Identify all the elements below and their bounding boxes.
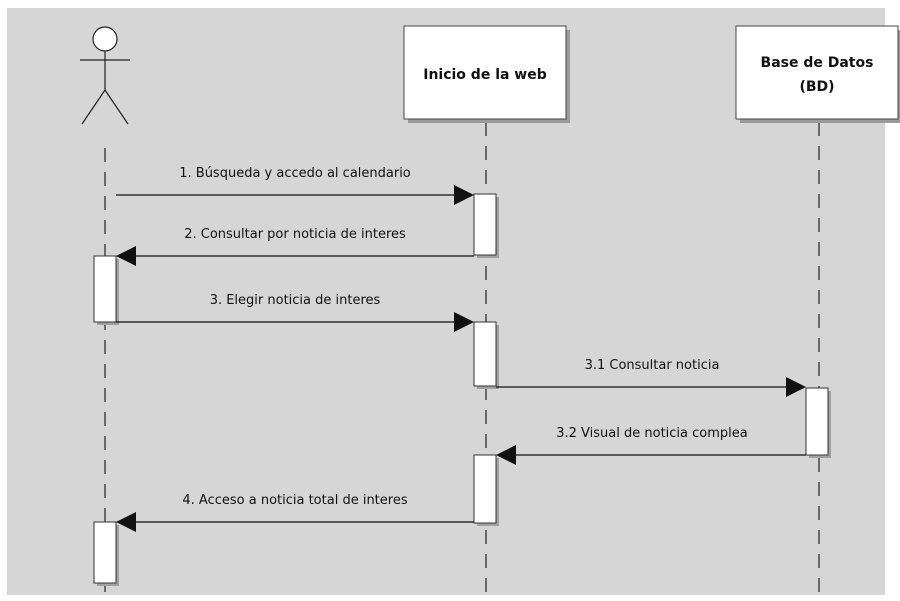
object-base-de-datos: Base de Datos (BD) xyxy=(735,25,900,123)
object-label: Inicio de la web xyxy=(423,67,547,83)
activation-bar-bd xyxy=(805,387,829,456)
arrowhead xyxy=(116,512,136,532)
arrowhead xyxy=(454,185,474,205)
message-1: 1. Búsqueda y accedo al calendario xyxy=(116,166,474,205)
message-2: 2. Consultar por noticia de interes xyxy=(116,227,474,266)
arrowhead xyxy=(496,445,516,465)
object-inicio-web: Inicio de la web xyxy=(403,25,570,123)
arrowhead xyxy=(454,312,474,332)
message-3: 3. Elegir noticia de interes xyxy=(116,293,474,332)
activation-bar-actor-2 xyxy=(93,521,117,584)
object-box xyxy=(403,25,567,120)
object-label-line-1: Base de Datos xyxy=(761,55,874,71)
message-3-2: 3.2 Visual de noticia complea xyxy=(496,426,806,465)
activation-bar-web-1 xyxy=(473,193,497,256)
message-label: 1. Búsqueda y accedo al calendario xyxy=(179,166,411,181)
activation-bar-web-3 xyxy=(473,454,497,524)
object-box xyxy=(735,25,899,120)
message-label: 2. Consultar por noticia de interes xyxy=(184,227,406,242)
message-label: 3.1 Consultar noticia xyxy=(585,358,720,373)
actor-figure xyxy=(80,26,130,125)
message-label: 4. Acceso a noticia total de interes xyxy=(182,493,407,508)
actor-head xyxy=(92,26,118,52)
object-label-line-2: (BD) xyxy=(799,79,834,95)
message-label: 3. Elegir noticia de interes xyxy=(210,293,381,308)
activation-bar-web-2 xyxy=(473,321,497,387)
message-4: 4. Acceso a noticia total de interes xyxy=(116,493,474,532)
activation-bar-actor-1 xyxy=(93,255,117,323)
message-3-1: 3.1 Consultar noticia xyxy=(496,358,806,397)
message-label: 3.2 Visual de noticia complea xyxy=(556,426,747,441)
arrowhead xyxy=(116,246,136,266)
arrowhead xyxy=(786,377,806,397)
